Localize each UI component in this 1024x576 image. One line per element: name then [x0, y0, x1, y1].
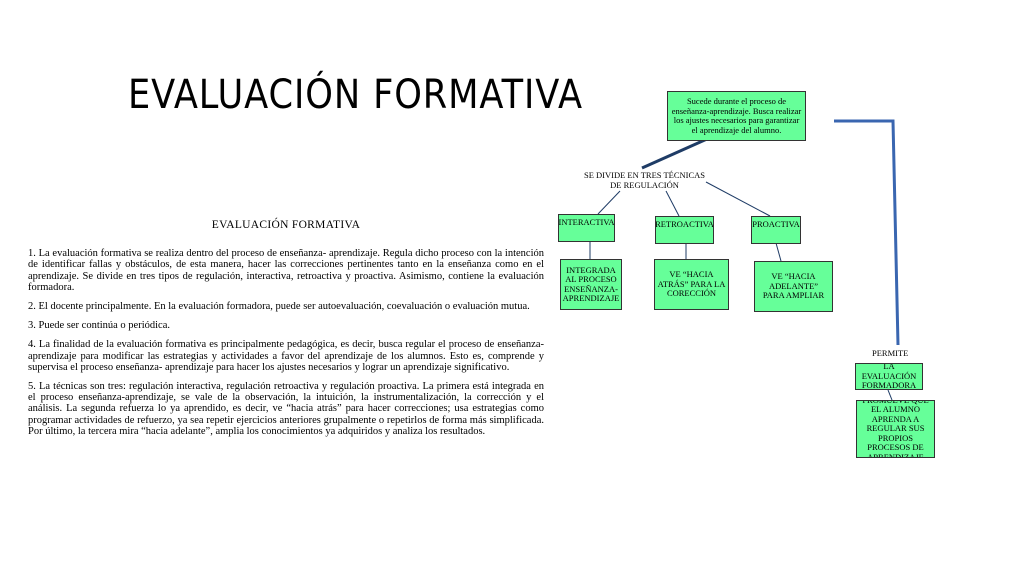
formadora-desc-node: PROMUEVE QUE EL ALUMNO APRENDA A REGULAR… — [856, 400, 935, 458]
proactiva-desc-node: VE “HACIA ADELANTE” PARA AMPLIAR — [754, 261, 833, 312]
proactiva-node: PROACTIVA — [751, 216, 801, 244]
document-heading: EVALUACIÓN FORMATIVA — [211, 219, 361, 231]
connector-divide-retroactiva — [665, 190, 680, 217]
root-node: Sucede durante el proceso de enseñanza-a… — [667, 91, 806, 141]
permite-label: PERMITE — [872, 348, 909, 358]
connector-root-divide — [641, 137, 708, 170]
interactiva-desc-node: INTEGRADA AL PROCESO ENSEÑANZA-APRENDIZA… — [560, 259, 622, 310]
paragraph-4: 4. La finalidad de la evaluación formati… — [28, 339, 544, 373]
divide-label: SE DIVIDE EN TRES TÉCNICAS DE REGULACIÓN — [583, 170, 706, 190]
document-body: EVALUACIÓN FORMATIVA 1. La evaluación fo… — [28, 219, 544, 445]
connector-formadora-desc — [887, 389, 893, 401]
arrow-root-permite — [834, 119, 900, 346]
paragraph-3: 3. Puede ser continúa o periódica. — [28, 320, 170, 332]
retroactiva-desc-node: VE “HACIA ATRÁS” PARA LA CORECCIÓN — [654, 259, 729, 310]
paragraph-5: 5. La técnicas son tres: regulación inte… — [28, 381, 544, 437]
connector-proactiva-desc — [775, 242, 782, 262]
interactiva-node: INTERACTIVA — [558, 214, 615, 242]
slide-title: EVALUACIÓN FORMATIVA — [128, 72, 583, 118]
formadora-node: LA EVALUACIÓN FORMADORA — [855, 363, 923, 390]
retroactiva-node: RETROACTIVA — [655, 216, 714, 244]
connector-divide-proactiva — [705, 181, 771, 217]
paragraph-1: 1. La evaluación formativa se realiza de… — [28, 248, 544, 293]
paragraph-2: 2. El docente principalmente. En la eval… — [28, 301, 530, 313]
connector-divide-interactiva — [597, 190, 621, 215]
